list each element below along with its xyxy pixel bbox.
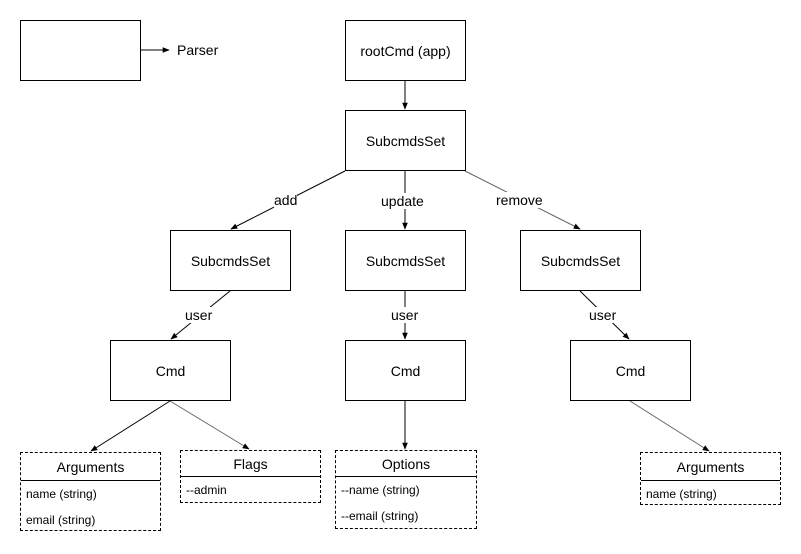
subcmds-set-update-node: SubcmdsSet <box>345 230 466 291</box>
arguments-add-row: name (string) <box>26 487 97 501</box>
edge-label-add: add <box>274 192 298 208</box>
options-update-row: --name (string) <box>341 483 420 497</box>
edge-label-remove: remove <box>496 192 543 208</box>
edge-label-user-remove: user <box>589 307 617 323</box>
legend-label: Parser <box>177 42 219 58</box>
cmd-remove-node: Cmd <box>570 340 691 401</box>
flags-add-title: Flags <box>181 451 320 477</box>
flags-add-box: Flags --admin <box>180 450 321 503</box>
cmd-update-node: Cmd <box>345 340 466 401</box>
legend-box <box>20 20 141 81</box>
edge-label-update: update <box>381 193 424 209</box>
arguments-remove-box: Arguments name (string) <box>640 452 781 505</box>
subcmds-set-add-node: SubcmdsSet <box>170 230 291 291</box>
arguments-remove-title: Arguments <box>641 453 780 481</box>
edge-cmd-add-arguments <box>90 400 171 452</box>
edge-cmd-add-flags <box>169 400 250 450</box>
cmd-add-node: Cmd <box>110 340 231 401</box>
edge-label-user-add: user <box>185 307 213 323</box>
flags-add-row: --admin <box>186 483 227 497</box>
arguments-add-row: email (string) <box>26 513 96 527</box>
arguments-add-box: Arguments name (string) email (string) <box>20 452 161 531</box>
options-update-row: --email (string) <box>341 509 419 523</box>
subcmds-set-remove-node: SubcmdsSet <box>520 230 641 291</box>
subcmds-set-root-node: SubcmdsSet <box>345 110 466 171</box>
arguments-add-title: Arguments <box>21 453 160 481</box>
root-cmd-node: rootCmd (app) <box>345 20 466 81</box>
edge-cmd-remove-arguments <box>629 400 710 452</box>
arguments-remove-row: name (string) <box>646 487 717 501</box>
edge-label-user-update: user <box>391 307 419 323</box>
options-update-title: Options <box>336 451 476 477</box>
options-update-box: Options --name (string) --email (string) <box>335 450 477 529</box>
